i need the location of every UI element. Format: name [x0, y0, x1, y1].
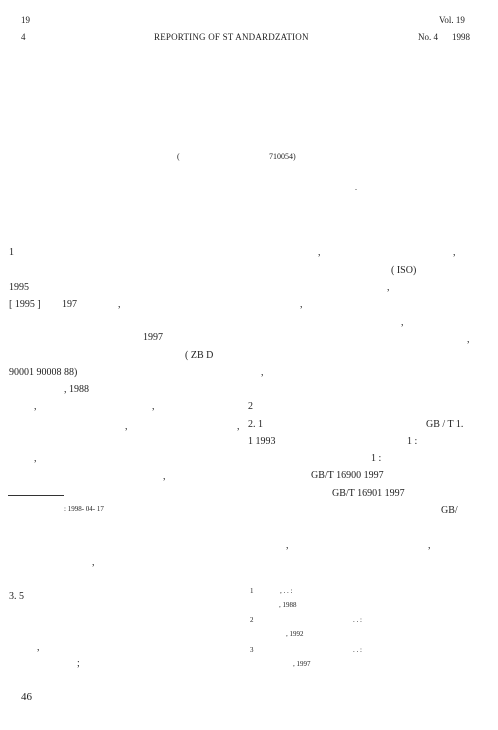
received-date: : 1998- 04- 17 — [64, 505, 104, 513]
reference-2-number: 2 — [250, 616, 254, 624]
reference-1-year: , 1988 — [279, 601, 297, 609]
year-1995: 1995 — [9, 282, 29, 293]
gbt-16900-standard: GB/T 16900 1997 — [311, 470, 384, 481]
reference-3-marks: . . : — [353, 646, 362, 654]
affiliation-paren: ( — [177, 152, 180, 161]
comma: , — [37, 642, 40, 653]
reference-2-marks: . . : — [353, 616, 362, 624]
zb-standard: ( ZB D — [185, 350, 214, 361]
year-1988: , 1988 — [64, 384, 89, 395]
comma: , — [237, 421, 240, 432]
comma: , — [118, 299, 121, 310]
comma: , — [428, 540, 431, 551]
section-2-heading: 2 — [248, 401, 253, 412]
volume-number: 19 — [21, 15, 30, 25]
number-197: 197 — [62, 299, 77, 310]
abstract-end-mark: . — [355, 183, 357, 192]
year-1997: 1997 — [143, 332, 163, 343]
reference-1-number: 1 — [250, 587, 254, 595]
comma: , — [467, 334, 470, 345]
reference-1995: [ 1995 ] — [9, 299, 41, 310]
standard-1-1993: 1 1993 — [248, 436, 276, 447]
comma: , — [34, 453, 37, 464]
standard-codes: 90001 90008 88) — [9, 367, 78, 378]
journal-title: REPORTING OF ST ANDARDZATION — [154, 32, 309, 42]
section-1-heading: 1 — [9, 247, 14, 258]
comma: , — [401, 317, 404, 328]
comma: , — [261, 367, 264, 378]
postcode: 710054) — [269, 152, 296, 161]
number-1-colon: 1 : — [371, 453, 382, 464]
reference-1-marks: , . . : — [280, 587, 293, 595]
gb-slash: GB/ — [441, 505, 458, 516]
comma: , — [453, 247, 456, 258]
comma: , — [300, 299, 303, 310]
comma: , — [92, 557, 95, 568]
volume-label: Vol. 19 — [439, 15, 465, 25]
comma: , — [318, 247, 321, 258]
gbt-16901-standard: GB/T 16901 1997 — [332, 488, 405, 499]
year-label: 1998 — [452, 32, 470, 42]
comma: , — [163, 471, 166, 482]
comma: , — [387, 282, 390, 293]
section-2-1-heading: 2. 1 — [248, 419, 263, 430]
comma: , — [125, 421, 128, 432]
issue-label: No. 4 — [418, 32, 438, 42]
comma: , — [286, 540, 289, 551]
reference-3-number: 3 — [250, 646, 254, 654]
reference-2-year: , 1992 — [286, 630, 304, 638]
footnote-divider — [8, 495, 64, 496]
semicolon: ; — [77, 658, 80, 669]
section-3-5-heading: 3. 5 — [9, 591, 24, 602]
iso-abbreviation: ( ISO) — [391, 265, 417, 276]
page-number: 46 — [21, 691, 32, 703]
reference-3-year: , 1997 — [293, 660, 311, 668]
issue-number: 4 — [21, 32, 26, 42]
number-1-colon: 1 : — [407, 436, 418, 447]
comma: , — [152, 401, 155, 412]
comma: , — [34, 401, 37, 412]
gbt-1-standard: GB / T 1. — [426, 419, 464, 430]
